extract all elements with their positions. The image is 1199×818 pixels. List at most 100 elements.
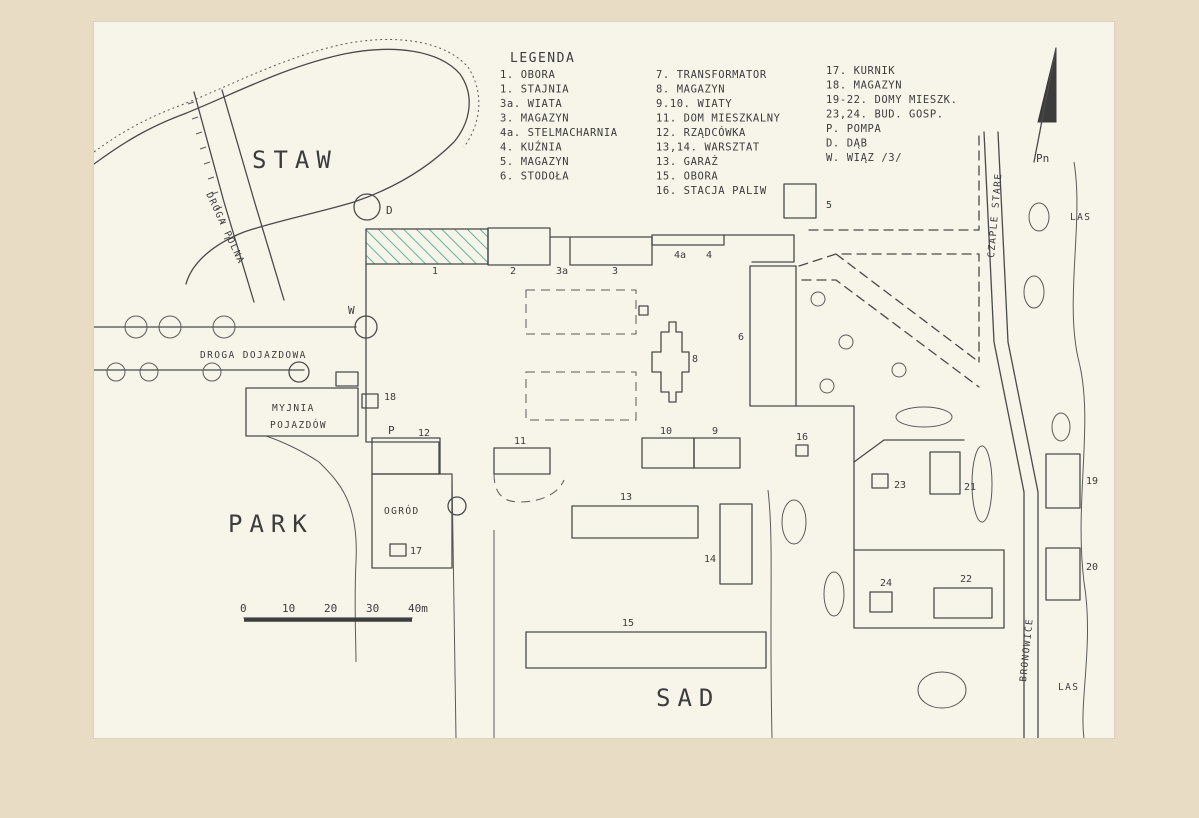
legend-item: 17. KURNIK <box>826 65 895 77</box>
legend-title: LEGENDA <box>510 51 575 66</box>
field-road-right-edge <box>221 89 285 301</box>
oak-tree-d <box>353 193 381 221</box>
building-5-magazyn <box>783 183 817 219</box>
legend-item: 18. MAGAZYN <box>826 80 902 92</box>
building-23 <box>871 473 889 489</box>
num-5: 5 <box>826 200 832 211</box>
label-las-south: LAS <box>1058 682 1079 693</box>
label-droga-polna: DROGA POLNA <box>203 191 246 267</box>
legend-item: 3. MAGAZYN <box>500 113 569 125</box>
building-11-dom <box>493 447 551 475</box>
num-12: 12 <box>418 428 430 439</box>
building-14-warsztat <box>719 503 753 585</box>
legend-item: D. DĄB <box>826 138 868 150</box>
fence-east-top <box>808 133 980 231</box>
building-9-wiata <box>693 437 741 469</box>
building-7-transformator <box>335 371 359 387</box>
num-16: 16 <box>796 432 808 443</box>
scale-tick-label: 40m <box>408 602 428 615</box>
scale-tick-label: 10 <box>282 602 295 615</box>
scale-tick-label: 20 <box>324 602 337 615</box>
building-22 <box>933 587 993 619</box>
building-16-stacja <box>795 444 809 457</box>
building-18-magazyn <box>361 393 379 409</box>
sad-edge <box>493 489 773 738</box>
building-1-obora <box>365 228 489 265</box>
num-2: 2 <box>510 266 516 277</box>
num-10: 10 <box>660 426 672 437</box>
compound-north-fence <box>853 439 965 463</box>
east-lawn-line <box>795 405 855 463</box>
building-19 <box>1045 453 1081 509</box>
num-15: 15 <box>622 618 634 629</box>
label-droga-dojazdowa: DROGA DOJAZDOWA <box>200 350 307 361</box>
east-hedge <box>1072 161 1088 738</box>
building-4-line <box>549 234 795 238</box>
yard-fence <box>365 234 795 475</box>
legend-item: P. POMPA <box>826 123 881 135</box>
num-22: 22 <box>960 574 972 585</box>
num-9: 9 <box>712 426 718 437</box>
num-19: 19 <box>1086 476 1098 487</box>
building-4-kuznia <box>651 234 725 246</box>
building-20 <box>1045 547 1081 601</box>
legend-item: 13,14. WARSZTAT <box>656 142 760 154</box>
east-road-left <box>983 131 1025 738</box>
legend-item: 7. TRANSFORMATOR <box>656 69 767 81</box>
tree-garden <box>447 496 467 516</box>
num-23: 23 <box>894 480 906 491</box>
label-ogrod: OGRÓD <box>384 505 420 517</box>
label-staw: STAW <box>252 146 338 174</box>
building-8-magazyn <box>651 321 690 403</box>
num-3a: 3a <box>556 266 568 277</box>
num-1: 1 <box>432 266 438 277</box>
num-4a: 4a <box>674 250 686 261</box>
legend-item: 4a. STELMACHARNIA <box>500 127 618 139</box>
num-17: 17 <box>410 546 422 557</box>
legend-item: 3a. WIATA <box>500 98 562 110</box>
label-bronowice: BRONOWICE <box>1018 617 1036 682</box>
label-sad: SAD <box>656 684 720 712</box>
symbol-oak: D <box>386 204 393 217</box>
label-myjnia-1: MYJNIA <box>272 403 315 414</box>
symbol-north: Pn <box>1036 152 1049 165</box>
legend-item: 4. KUŹNIA <box>500 141 562 154</box>
plot-north <box>525 289 637 335</box>
legend-item: 1. OBORA <box>500 69 555 81</box>
symbol-elm: W <box>348 304 355 317</box>
num-18: 18 <box>384 392 396 403</box>
building-10-wiata <box>641 437 695 469</box>
legend-column-1: 1. OBORA 1. STAJNIA 3a. WIATA 3. MAGAZYN 4a.… <box>500 69 618 183</box>
building-2-stajnia <box>487 227 551 266</box>
legend-item: 13. GARAŻ <box>656 155 718 168</box>
label-las-north: LAS <box>1070 212 1091 223</box>
label-park: PARK <box>228 510 314 538</box>
bushes <box>781 202 1071 709</box>
building-17-kurnik <box>389 543 407 557</box>
num-8: 8 <box>692 354 698 365</box>
car-wash <box>245 387 359 437</box>
symbol-pump: P <box>388 424 395 437</box>
garden-11 <box>493 473 565 503</box>
legend-item: W. WIĄZ /3/ <box>826 152 902 164</box>
building-15-obora <box>525 631 767 669</box>
legend-item: 12. RZĄDCÓWKA <box>656 126 746 139</box>
building-24 <box>869 591 893 613</box>
legend-item: 1. STAJNIA <box>500 84 569 96</box>
east-lawn-dash <box>798 253 980 388</box>
field-road-ticks <box>187 101 231 240</box>
building-6-stodola <box>749 265 797 407</box>
num-13: 13 <box>620 492 632 503</box>
field-road-left-edge <box>193 91 255 303</box>
north-arrow <box>1037 47 1057 123</box>
num-11: 11 <box>514 436 526 447</box>
num-3: 3 <box>612 266 618 277</box>
scale-tick-label: 30 <box>366 602 379 615</box>
building-13-garaz <box>571 505 699 539</box>
building-21 <box>929 451 961 495</box>
east-road-right <box>997 131 1039 738</box>
legend-item: 5. MAGAZYN <box>500 156 569 168</box>
label-myjnia-2: POJAZDÓW <box>270 419 327 431</box>
